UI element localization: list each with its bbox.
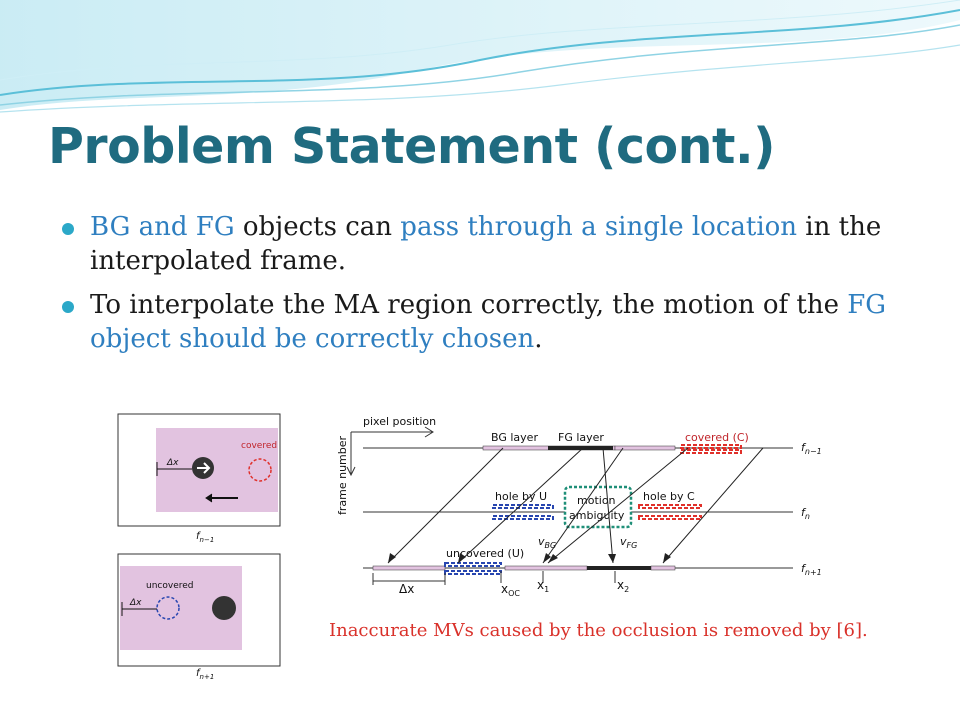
uncovered-dashed-circle <box>156 596 180 620</box>
x-oc-sub: OC <box>508 589 520 598</box>
frame-label: f <box>801 562 807 575</box>
bullet-text: objects can <box>234 212 401 242</box>
x2-sub: 2 <box>624 585 629 594</box>
hole-by-u-label: hole by U <box>495 490 547 503</box>
frame-label: f <box>196 668 201 679</box>
dx-label: Δx <box>129 598 142 608</box>
motion-ambiguity-box <box>563 485 633 529</box>
figure-left-top: covered Δx fn−1 <box>117 413 281 544</box>
dx-label: Δx <box>399 582 414 596</box>
covered-c-label: covered (C) <box>685 431 749 444</box>
bullet-text: in the interpolated frame. <box>90 212 882 276</box>
bullet-text: To interpolate the MA region correctly, … <box>90 290 848 320</box>
frame-sub: n <box>805 512 810 521</box>
svg-text:x1: x1 <box>537 578 549 594</box>
motion-label: motion <box>577 494 616 507</box>
figure-left-bottom: uncovered Δx fn+1 <box>117 553 281 681</box>
bullet-text-highlight: BG and FG <box>90 212 235 242</box>
frame-sub: n+1 <box>805 568 822 577</box>
page-title: Problem Statement (cont.) <box>48 118 775 175</box>
fg-layer-label: FG layer <box>558 431 604 444</box>
figure-right-diagram: pixel position frame number BG layer FG … <box>333 405 833 600</box>
svg-text:fn−1: fn−1 <box>196 531 214 544</box>
uncovered-u-label: uncovered (U) <box>446 547 524 560</box>
v-fg-sub: FG <box>627 541 638 550</box>
bullet-text: . <box>534 324 543 354</box>
v-fg-label: v <box>620 535 627 548</box>
svg-text:x2: x2 <box>617 578 629 594</box>
arrow-right-icon <box>197 462 211 474</box>
x-oc-label: x <box>501 582 508 596</box>
svg-text:vFG: vFG <box>620 535 637 550</box>
frame-label: f <box>196 531 201 542</box>
frame-label: f <box>801 506 807 519</box>
fg-object-circle <box>212 596 236 620</box>
bullet-dot-icon <box>62 301 74 313</box>
bg-layer-label: BG layer <box>491 431 538 444</box>
frame-sub: n+1 <box>200 673 215 681</box>
bullet-text-highlight: pass through a single location <box>400 212 798 242</box>
header-wave-decoration <box>0 0 960 113</box>
bullet-list: BG and FG objects can pass through a sin… <box>60 210 920 366</box>
bullet-item: BG and FG objects can pass through a sin… <box>60 210 920 278</box>
frame-sub: n−1 <box>805 447 822 456</box>
frame-label: f <box>801 441 807 454</box>
ambiguity-label: ambiguity <box>569 509 625 522</box>
dx-label: Δx <box>166 458 179 468</box>
svg-text:fn+1: fn+1 <box>196 668 214 681</box>
x2-label: x <box>617 578 624 592</box>
svg-text:xOC: xOC <box>501 582 520 598</box>
pixel-position-label: pixel position <box>363 415 436 428</box>
x1-label: x <box>537 578 544 592</box>
svg-text:fn+1: fn+1 <box>801 562 822 577</box>
bullet-dot-icon <box>62 223 74 235</box>
uncovered-label: uncovered <box>146 581 193 591</box>
bullet-item: To interpolate the MA region correctly, … <box>60 288 920 356</box>
hole-by-c-label: hole by C <box>643 490 695 503</box>
svg-text:fn: fn <box>801 506 810 521</box>
frame-sub: n−1 <box>200 536 215 544</box>
covered-label: covered <box>241 441 277 451</box>
v-bg-sub: BG <box>545 541 557 550</box>
x1-sub: 1 <box>544 585 549 594</box>
figure-caption: Inaccurate MVs caused by the occlusion i… <box>329 620 868 641</box>
svg-text:vBG: vBG <box>538 535 556 550</box>
v-bg-label: v <box>538 535 545 548</box>
svg-text:fn−1: fn−1 <box>801 441 822 456</box>
frame-number-label: frame number <box>336 435 349 515</box>
covered-dashed-circle <box>248 458 272 482</box>
bullet-text-highlight: FG object should be correctly chosen <box>90 290 887 354</box>
